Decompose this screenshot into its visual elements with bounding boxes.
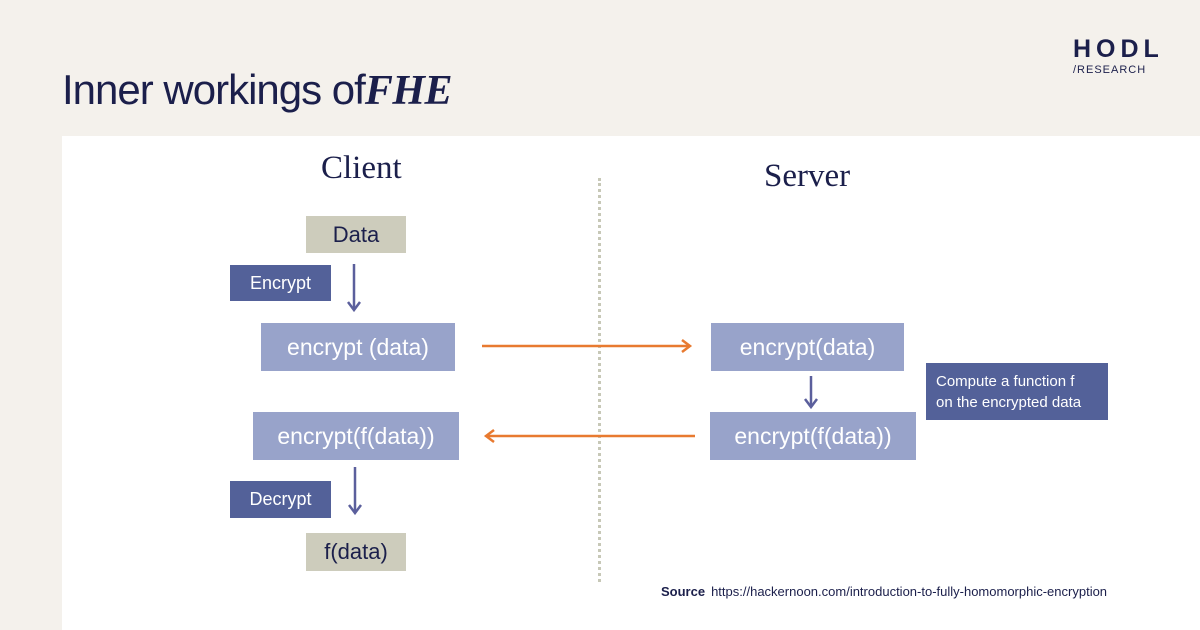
compute-note-box: Compute a function f on the encrypted da… xyxy=(926,363,1108,420)
source-citation: Source https://hackernoon.com/introductio… xyxy=(661,584,1107,599)
compute-note-line1: Compute a function f xyxy=(936,373,1075,390)
encrypt-down-arrow xyxy=(347,264,361,313)
source-label: Source xyxy=(661,584,706,599)
decrypt-label: Decrypt xyxy=(230,481,331,518)
result-box: f(data) xyxy=(306,533,406,571)
decrypt-down-arrow xyxy=(348,467,362,516)
return-to-client-arrow xyxy=(483,429,695,443)
hodl-logo: HODL /RESEARCH xyxy=(1073,36,1164,76)
server-encrypted-result-box: encrypt(f(data)) xyxy=(710,412,916,460)
title-prefix: Inner workings of xyxy=(62,66,366,113)
client-server-divider xyxy=(598,178,601,582)
compute-down-arrow xyxy=(804,376,818,410)
title-emphasis: FHE xyxy=(364,68,453,114)
client-heading: Client xyxy=(321,150,402,186)
server-encrypted-data-box: encrypt(data) xyxy=(711,323,904,371)
compute-note-line2: on the encrypted data xyxy=(936,394,1082,411)
page-title: Inner workings ofFHE xyxy=(62,66,453,115)
client-encrypted-data-box: encrypt (data) xyxy=(261,323,455,371)
logo-sub-text: /RESEARCH xyxy=(1073,64,1147,76)
data-box: Data xyxy=(306,216,406,253)
send-to-server-arrow xyxy=(482,339,693,353)
encrypt-label: Encrypt xyxy=(230,265,331,301)
server-heading: Server xyxy=(764,158,851,194)
source-url: https://hackernoon.com/introduction-to-f… xyxy=(711,584,1108,599)
logo-main-text: HODL xyxy=(1073,35,1164,63)
client-encrypted-result-box: encrypt(f(data)) xyxy=(253,412,459,460)
